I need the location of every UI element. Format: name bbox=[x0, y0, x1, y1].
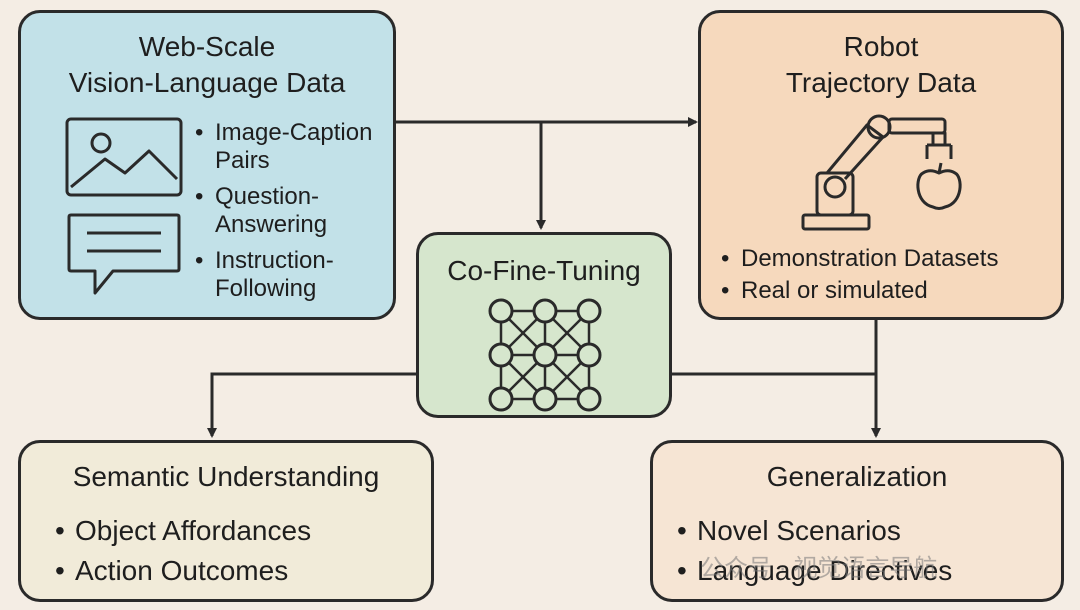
generalization-list: Novel Scenarios Language Directives bbox=[677, 511, 1047, 591]
chat-bubble-icon bbox=[67, 213, 181, 295]
image-icon bbox=[65, 117, 183, 197]
robot-data-item: Demonstration Datasets bbox=[721, 243, 1061, 275]
co-fine-tuning-box: Co-Fine-Tuning bbox=[416, 232, 672, 418]
generalization-item: Novel Scenarios bbox=[677, 511, 1047, 551]
robot-data-list: Demonstration Datasets Real or simulated bbox=[721, 243, 1061, 307]
semantic-title: Semantic Understanding bbox=[72, 461, 380, 492]
semantic-item: Action Outcomes bbox=[55, 551, 425, 591]
robot-data-title-line1: Robot bbox=[843, 31, 919, 62]
robot-data-box: Robot Trajectory Data Demonstration Data… bbox=[698, 10, 1064, 320]
watermark: 公众号 · 视觉语言导航 bbox=[700, 555, 938, 582]
robot-data-title-line2: Trajectory Data bbox=[785, 67, 977, 98]
web-data-title: Web-Scale Vision-Language Data bbox=[21, 29, 393, 101]
web-data-title-line1: Web-Scale bbox=[138, 31, 276, 62]
web-data-item: Question-Answering bbox=[195, 183, 395, 239]
web-data-title-line2: Vision-Language Data bbox=[68, 67, 346, 98]
semantic-item: Object Affordances bbox=[55, 511, 425, 551]
robot-data-item: Real or simulated bbox=[721, 275, 1061, 307]
robot-data-title: Robot Trajectory Data bbox=[701, 29, 1061, 101]
semantic-list: Object Affordances Action Outcomes bbox=[55, 511, 425, 591]
co-fine-tuning-title: Co-Fine-Tuning bbox=[447, 255, 641, 286]
robot-arm-icon bbox=[801, 114, 962, 231]
arrow-to-semantic bbox=[207, 372, 418, 438]
generalization-title: Generalization bbox=[766, 461, 948, 492]
neural-network-icon bbox=[488, 298, 602, 412]
generalization-box: Generalization Novel Scenarios Language … bbox=[650, 440, 1064, 602]
web-data-box: Web-Scale Vision-Language Data Image-Cap… bbox=[18, 10, 396, 320]
generalization-item: Language Directives bbox=[677, 551, 1047, 591]
semantic-box: Semantic Understanding Object Affordance… bbox=[18, 440, 434, 602]
web-data-item: Instruction-Following bbox=[195, 247, 395, 303]
